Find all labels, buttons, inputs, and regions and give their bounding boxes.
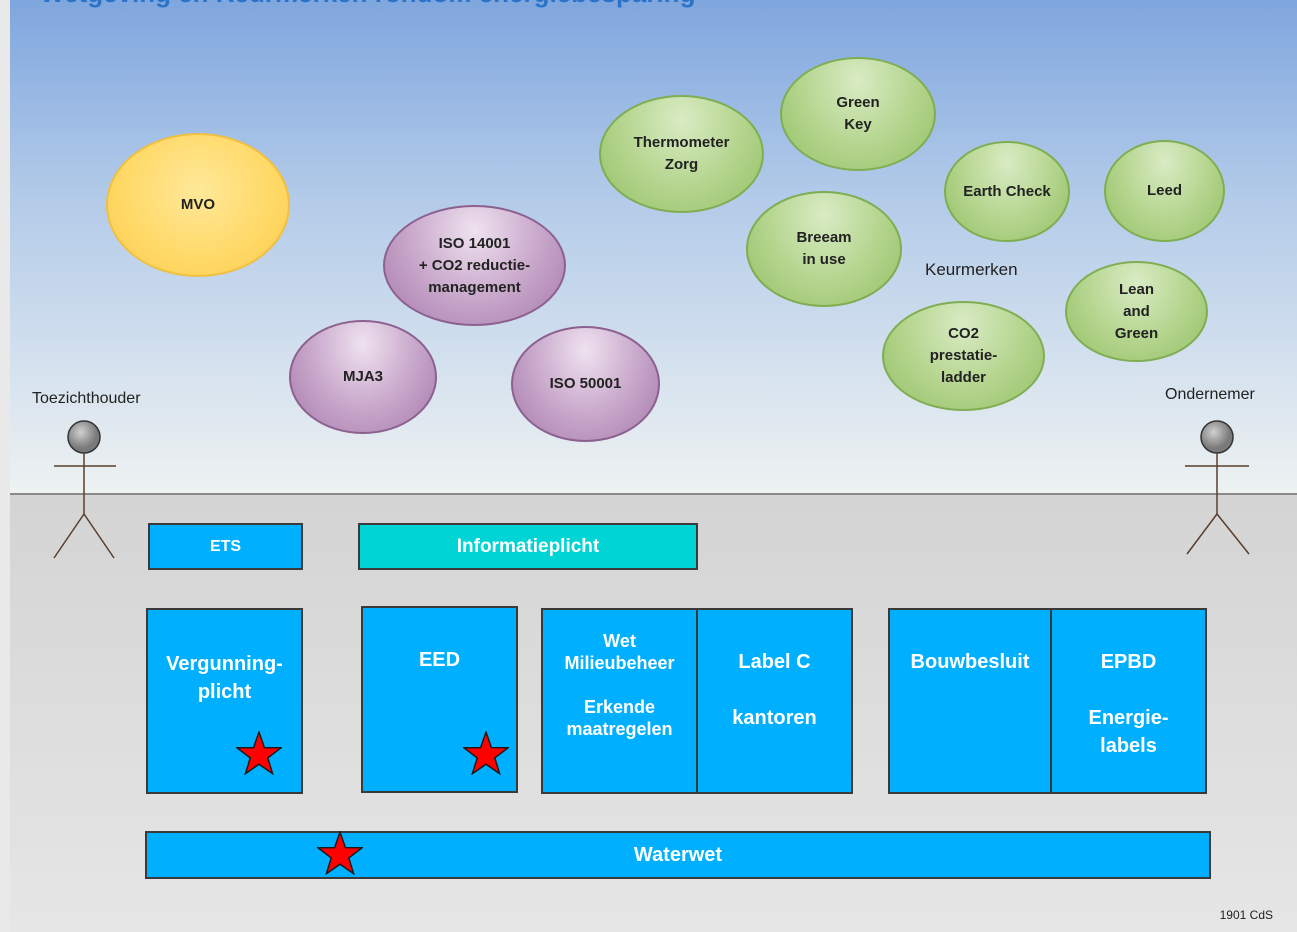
oval-earth-check: Earth Check: [944, 141, 1070, 242]
oval-thermometer-zorg: Thermometer Zorg: [599, 95, 764, 213]
oval-lean-and-green: Lean and Green: [1065, 261, 1208, 362]
oval-breeam: Breeam in use: [746, 191, 902, 307]
box-waterwet: Waterwet: [145, 831, 1211, 879]
star-vergunningplicht-icon: [236, 731, 282, 775]
ondernemer-label: Ondernemer: [1165, 386, 1255, 403]
oval-green-key: Green Key: [780, 57, 936, 171]
box-wet-milieubeheer: Wet Milieubeheer Erkende maatregelen: [541, 608, 698, 794]
oval-co2-prestatieladder: CO2 prestatie- ladder: [882, 301, 1045, 411]
box-bouwbesluit: Bouwbesluit: [888, 608, 1052, 794]
box-epbd: EPBD Energie- labels: [1050, 608, 1207, 794]
toezichthouder-label: Toezichthouder: [32, 390, 141, 407]
title-fragment: Wetgeving en Keurmerken rondom energiebe…: [40, 0, 1297, 9]
oval-mja3: MJA3: [289, 320, 437, 434]
horizon-line: [10, 493, 1297, 495]
ondernemer-figure: [1185, 420, 1250, 555]
keurmerken-label: Keurmerken: [925, 260, 1018, 279]
star-waterwet-icon: [317, 831, 363, 875]
box-label-c: Label C kantoren: [696, 608, 853, 794]
left-margin: [0, 0, 10, 932]
oval-iso14001: ISO 14001 + CO2 reductie- management: [383, 205, 566, 326]
oval-mvo: MVO: [106, 133, 290, 277]
box-vergunningplicht: Vergunning- plicht: [146, 608, 303, 794]
box-informatieplicht: Informatieplicht: [358, 523, 698, 570]
star-eed-icon: [463, 731, 509, 775]
oval-leed: Leed: [1104, 140, 1225, 242]
toezichthouder-figure: [53, 420, 116, 559]
title-band: Wetgeving en Keurmerken rondom energiebe…: [10, 0, 1297, 12]
footer-credit: 1901 CdS: [1219, 908, 1273, 922]
box-ets: ETS: [148, 523, 303, 570]
oval-iso50001: ISO 50001: [511, 326, 660, 442]
